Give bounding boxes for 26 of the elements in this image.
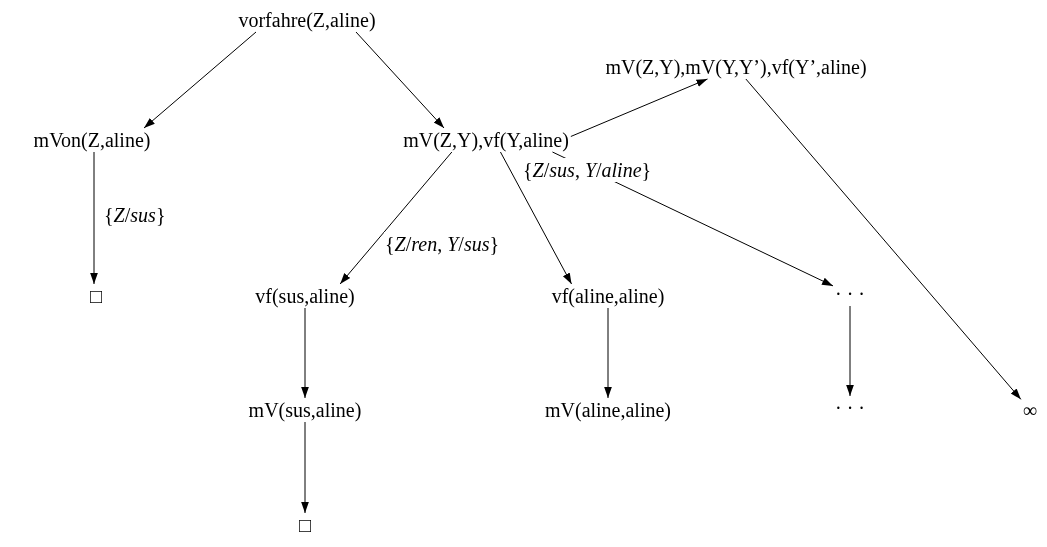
term-label: vf(aline,aline) bbox=[549, 284, 667, 308]
arrow bbox=[301, 421, 309, 514]
term-label: ∞ bbox=[1020, 398, 1040, 422]
arrow bbox=[143, 31, 257, 129]
edge-label: {Z/ren, Y/sus} bbox=[384, 232, 501, 256]
term-label: vf(sus,aline) bbox=[253, 284, 357, 308]
arrow bbox=[570, 78, 708, 137]
term-label: · · · bbox=[833, 282, 867, 306]
term-label: · · · bbox=[833, 396, 867, 420]
term-label: vorfahre(Z,aline) bbox=[236, 8, 378, 32]
term-label: mV(Z,Y),vf(Y,aline) bbox=[401, 128, 571, 152]
arrow bbox=[90, 151, 98, 285]
arrow bbox=[846, 305, 854, 397]
term-label: mV(aline,aline) bbox=[542, 398, 674, 422]
term-label: mVon(Z,aline) bbox=[31, 128, 153, 152]
term-label: □ bbox=[87, 284, 105, 308]
arrow bbox=[301, 307, 309, 399]
term-label: □ bbox=[296, 513, 314, 537]
term-label: mV(sus,aline) bbox=[246, 398, 364, 422]
arrow bbox=[499, 151, 573, 285]
arrow bbox=[745, 78, 1022, 400]
arrow bbox=[339, 151, 453, 285]
arrow bbox=[604, 307, 612, 399]
term-label: mV(Z,Y),mV(Y,Y’),vf(Y’,aline) bbox=[603, 55, 869, 79]
arrow bbox=[355, 31, 445, 129]
edge-label: {Z/sus, Y/aline} bbox=[522, 158, 653, 182]
